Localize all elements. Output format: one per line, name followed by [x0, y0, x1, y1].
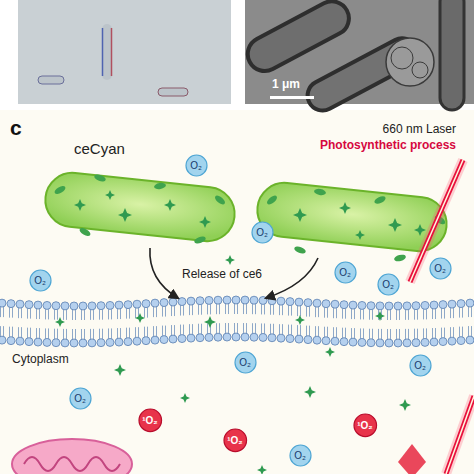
leaf-mark [213, 194, 226, 206]
oxygen-label: O₂ [414, 360, 426, 371]
oxygen-label: O₂ [294, 450, 306, 461]
leaf-mark [393, 254, 406, 263]
singlet-oxygen-label: ¹O₂ [357, 420, 373, 431]
oxygen-label: O₂ [339, 267, 351, 278]
scale-bar [270, 96, 314, 99]
oxygen-circle: O₂ [69, 387, 92, 410]
ce6-molecule [204, 316, 216, 328]
ce6-molecule [164, 199, 176, 211]
oxygen-circle: O₂ [289, 444, 312, 467]
oxygen-circle: O₂ [409, 354, 432, 377]
release-label: Release of ce6 [182, 268, 262, 282]
leaf-mark [78, 226, 91, 237]
leaf-mark [154, 182, 167, 190]
leaf-mark [265, 194, 278, 206]
singlet-oxygen-circle: ¹O₂ [223, 428, 248, 453]
singlet-oxygen-circle: ¹O₂ [353, 413, 378, 438]
mitochondrion [12, 439, 132, 474]
ce6-molecule [55, 317, 65, 327]
ce6-molecule [118, 208, 132, 222]
ce6-molecule [105, 190, 115, 200]
ce6-molecule [399, 399, 411, 411]
leaf-mark [193, 235, 206, 245]
leaf-mark [53, 184, 66, 195]
panel-letter: c [10, 116, 22, 140]
scale-label: 1 μm [272, 78, 300, 92]
ce6-molecule [225, 255, 235, 265]
ce6-molecule [74, 199, 86, 211]
ce6-molecule [257, 465, 267, 474]
bacterium [43, 170, 238, 244]
ce6-molecule [325, 347, 335, 357]
ce6-molecule [355, 230, 365, 240]
release-arrow [150, 248, 178, 298]
ce6-molecule [180, 393, 190, 403]
oxygen-circle: O₂ [377, 273, 400, 296]
oxygen-label: O₂ [239, 357, 251, 368]
panel-ground [0, 110, 474, 474]
oxygen-label: O₂ [74, 393, 86, 404]
oxygen-label: O₂ [34, 275, 46, 286]
leaf-mark [373, 195, 386, 206]
oxygen-circle: O₂ [234, 351, 257, 374]
laser-label: 660 nm Laser [383, 123, 456, 137]
compartment-label: Cytoplasm [12, 353, 69, 367]
singlet-oxygen-label: ¹O₂ [227, 435, 243, 446]
ce6-molecule [388, 218, 402, 232]
ce6-molecule [135, 313, 145, 323]
release-arrow [266, 258, 318, 298]
oxygen-label: O₂ [382, 279, 394, 290]
oxygen-circle: O₂ [334, 261, 357, 284]
singlet-oxygen-label: ¹O₂ [142, 415, 158, 426]
ce6-molecule [114, 364, 126, 376]
leaf-mark [293, 245, 306, 255]
lipid-bilayer [0, 296, 474, 347]
tem-micrograph [242, 0, 474, 116]
leaf-mark [93, 173, 106, 183]
bacterium [255, 180, 450, 254]
ce6-molecule [414, 224, 426, 236]
oxygen-label: O₂ [190, 160, 202, 171]
ce6-molecule [293, 208, 307, 222]
oxygen-circle: O₂ [29, 269, 52, 292]
light-micrograph [18, 0, 231, 104]
singlet-oxygen-circle: ¹O₂ [138, 408, 163, 433]
process-label: Photosynthetic process [320, 139, 456, 153]
laser-beam [398, 396, 474, 474]
laser-beam [410, 160, 463, 282]
ce6-molecule [295, 315, 305, 325]
ce6-molecule [304, 386, 316, 398]
leaf-mark [314, 188, 327, 196]
ce6-molecule [199, 216, 211, 228]
oxygen-circle: O₂ [429, 257, 452, 280]
ce6-molecule [339, 202, 351, 214]
oxygen-circle: O₂ [185, 154, 208, 177]
oxygen-label: O₂ [256, 227, 268, 238]
oxygen-circle: O₂ [251, 221, 274, 244]
ce6-molecule [375, 311, 385, 321]
oxygen-label: O₂ [434, 263, 446, 274]
cell-name: ceCyan [74, 140, 125, 157]
